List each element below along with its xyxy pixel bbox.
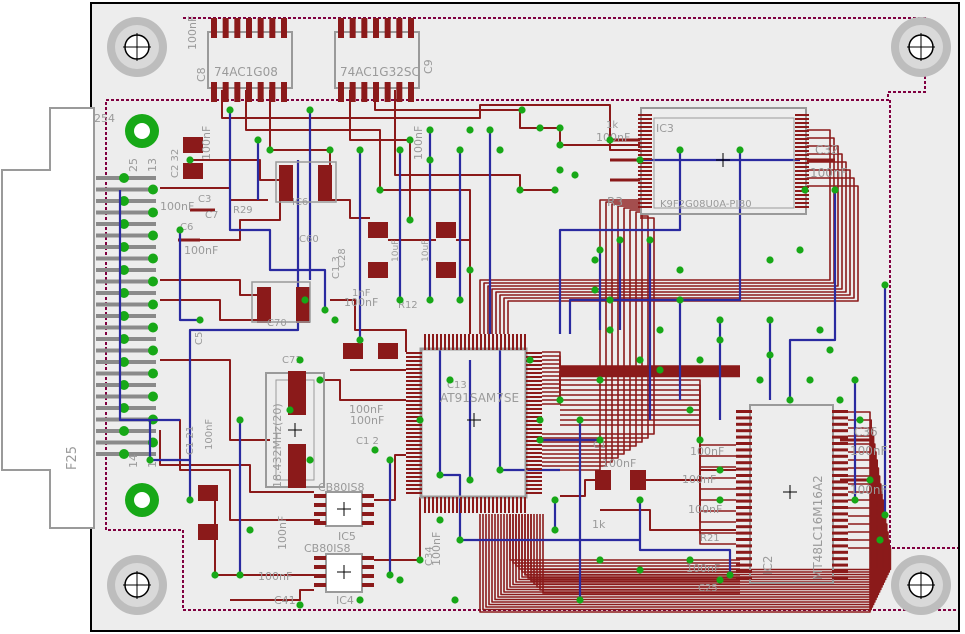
mounting-hole-bottom-right (891, 555, 951, 615)
label-c70: C70 (267, 318, 287, 329)
label-100nf-e: 100nF (690, 445, 724, 458)
sdram-part-label: MT48LC16M16A2 (811, 475, 825, 580)
ic5-part: CB80IS8 (318, 481, 364, 494)
label-100nf-n: 100nF (602, 457, 636, 470)
label-100nf-o: 100nF (596, 131, 630, 144)
label-ic6: IC6 (292, 197, 308, 208)
label-c1-2: C1 2 (356, 436, 379, 447)
label-c6: C6 (180, 222, 193, 233)
label-100nf-j: 100nF (430, 532, 443, 566)
osc-part-label: 18.432MHz(20) (271, 403, 284, 488)
label-100nf-a: 100nF (184, 244, 218, 257)
label-c13: C13 (447, 380, 467, 391)
label-100nf-d: 100nF (350, 414, 384, 427)
label-c2-32: C2 32 (170, 149, 181, 178)
ic5-name: IC5 (338, 530, 356, 543)
cap-c9-label: C9 (422, 59, 435, 74)
ic4-part: CB80IS8 (304, 542, 350, 555)
cap-c41-name: C41 (274, 594, 296, 607)
ic-74ac1g08: 74AC1G08 C8 (195, 18, 293, 102)
label-100nf-m: 100nF (412, 126, 425, 160)
tantalum-capacitors (183, 137, 646, 540)
label-10uf-a: 10uF (391, 240, 401, 262)
sdram-mt48lc16m16a2: MT48LC16M16A2 IC2 (736, 404, 848, 584)
ic4-name: IC4 (336, 594, 354, 607)
label-c3: C3 (198, 194, 211, 205)
connector-pin-25: 25 (127, 158, 140, 172)
cap-c35-value: 100nF (850, 483, 888, 497)
connector-name: F25 (65, 446, 80, 470)
connector-pin-254: 254 (94, 112, 115, 125)
ic-74ac1g32sc-label: 74AC1G32SC (340, 65, 420, 79)
crystal-oscillator: 18.432MHz(20) (265, 371, 325, 488)
label-100nf-b: 100nF (160, 200, 194, 213)
cap-c36-name: C36 (854, 425, 878, 439)
label-r12: R12 (398, 300, 418, 311)
ic3-name: IC3 (656, 122, 674, 135)
label-100nf-f: 100nF (682, 473, 716, 486)
label-10uf-b: 10uF (421, 240, 431, 262)
label-c25: C25 (698, 583, 718, 594)
label-1nf: 1nF (352, 288, 371, 299)
keepout-dashed-outline (105, 17, 958, 611)
regulator-outline-a (251, 281, 311, 323)
label-c7: C7 (205, 210, 218, 221)
res-r3-name: R3 (607, 195, 623, 209)
mounting-hole-top-right (891, 17, 951, 77)
cap-c32-name: C32 (815, 143, 839, 157)
label-c5: C5 (194, 332, 205, 345)
label-r21: R21 (700, 533, 720, 544)
label-100nf-p: 100nF (186, 16, 199, 50)
connector-pin-13: 13 (146, 158, 159, 172)
ic-74ac1g32sc: 74AC1G32SC C9 (334, 18, 435, 102)
cap-c36-value: 100nF (850, 444, 888, 458)
cap-c8-label: C8 (195, 67, 208, 82)
label-c34: C34 (424, 546, 435, 566)
dsub-connector: 254 25 13 14 1 F25 (1, 107, 159, 529)
label-100nf-k: 100nF (344, 296, 378, 309)
label-c1-21: C1 21 (185, 426, 196, 455)
label-c60: C60 (299, 234, 319, 245)
ic2-name: IC2 (761, 555, 775, 575)
label-c71: C71 (282, 355, 302, 366)
connector-pin-1: 1 (146, 461, 159, 468)
label-c21-value: 100nF (204, 419, 215, 450)
label-100nf-c: 100nF (349, 403, 383, 416)
bottom-copper-traces (118, 110, 887, 600)
label-100nf-g: 100nF (688, 503, 722, 516)
label-100nf-l: 100nF (200, 126, 213, 160)
label-100nf-i: 100nF (276, 516, 289, 550)
mcu-part-label: AT91SAM7SE (440, 391, 519, 405)
mounting-hole-top-left (107, 17, 167, 77)
regulator-outline-b (275, 161, 337, 203)
label-c1-3: C1 3 (331, 256, 342, 279)
cap-c41-value: 100nF (258, 570, 292, 583)
cap-c32-value: 100nF (810, 166, 848, 180)
ic-74ac1g08-label: 74AC1G08 (214, 65, 278, 79)
label-1k-b: 1k (592, 518, 606, 531)
label-c28: C28 (337, 248, 348, 268)
ic3-part: K9F2G08U0A-PIB0 (660, 199, 752, 210)
label-1k-a: 1k (606, 120, 618, 131)
via-layer (146, 106, 889, 609)
label-r29: R29 (233, 205, 253, 216)
connector-pin-14: 14 (127, 454, 140, 468)
mounting-hole-bottom-left (107, 555, 167, 615)
mcu-at91sam7se: AT91SAM7SE (406, 334, 542, 513)
label-c1: C1 (593, 440, 606, 451)
ic4-cb80is8: CB80IS8 IC4 (304, 542, 374, 607)
ic5-cb80is8: CB80IS8 IC5 (314, 481, 374, 543)
label-100nf-h: 100nF (686, 562, 720, 575)
